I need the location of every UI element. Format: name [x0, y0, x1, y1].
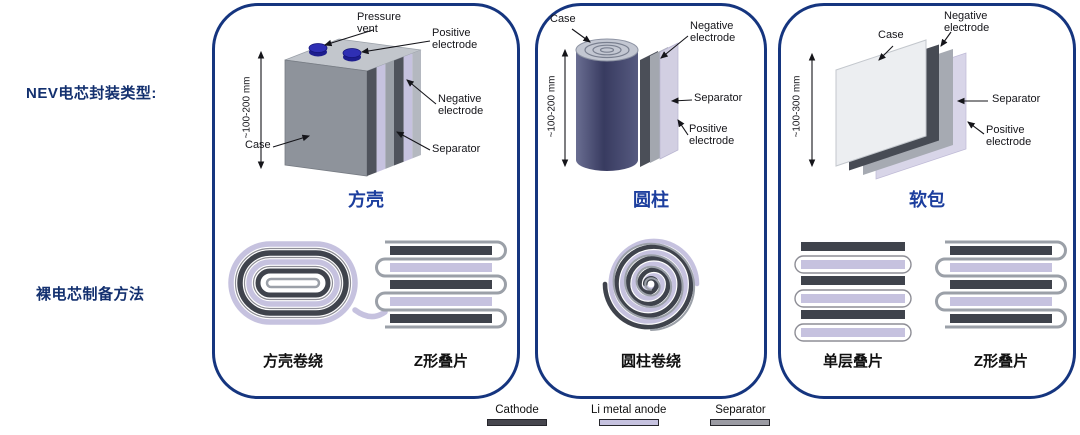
legend-swatch-cathode: [487, 419, 547, 426]
method-caption-z-fold: Z形叠片: [973, 353, 1029, 370]
flat-jelly-roll: [228, 241, 388, 325]
callout-case: Case: [878, 29, 904, 41]
cylindrical-methods-diagram: [602, 238, 700, 332]
legend-label-anode: Li metal anode: [591, 404, 667, 416]
legend-item-cathode: Cathode: [487, 404, 547, 426]
positive-terminal: [342, 48, 362, 62]
leader-lines: [272, 29, 437, 151]
method-caption-cylindrical-winding: 圆柱卷绕: [620, 353, 681, 370]
pouch-cell-layers: [835, 39, 967, 180]
callout-separator: Separator: [992, 93, 1041, 105]
cylindrical-cell-diagram: [561, 28, 693, 171]
cell-type-label-prismatic: 方壳: [348, 190, 384, 210]
prismatic-cell-diagram: [257, 29, 437, 177]
callout-separator: Separator: [694, 92, 743, 104]
legend-item-separator: Separator: [710, 404, 771, 426]
leader-lines: [878, 31, 988, 135]
single-sheet-stack: [794, 242, 912, 342]
panel-pouch-cell: Negative electrode Case Separator Positi…: [778, 3, 1076, 399]
callout-case: Case: [550, 13, 576, 25]
panel-cylindrical-cell: Case Negative electrode Separator Positi…: [535, 3, 767, 399]
method-caption-prismatic-winding: 方壳卷绕: [262, 353, 323, 370]
callout-positive-electrode: Positive electrode: [986, 124, 1032, 149]
panel-prismatic-cell: Pressure vent Positive electrode Negativ…: [212, 3, 520, 399]
z-fold-stack: [375, 240, 507, 329]
cylindrical-cell-body: [575, 38, 639, 171]
round-jelly-roll: [602, 238, 700, 332]
callout-positive-electrode: Positive electrode: [689, 123, 735, 148]
cell-type-label-pouch: 软包: [909, 190, 945, 210]
prismatic-cell-body: [284, 38, 422, 177]
legend: Cathode Li metal anode Separator: [487, 404, 771, 426]
legend-swatch-anode: [598, 419, 659, 426]
prismatic-methods-diagram: [228, 240, 507, 329]
pressure-vent-terminal: [308, 43, 328, 57]
callout-negative-electrode: Negative electrode: [690, 20, 736, 45]
legend-item-anode: Li metal anode: [591, 404, 666, 426]
dimension-label: ~100-200 mm: [241, 76, 253, 139]
unrolled-electrode-sheets: [640, 42, 679, 167]
row-label-preparation-methods: 裸电芯制备方法: [36, 286, 145, 303]
method-caption-single-stack: 单层叠片: [822, 353, 883, 370]
row-label-packaging-types: NEV电芯封装类型:: [26, 85, 157, 102]
z-fold-stack: [935, 240, 1067, 329]
method-caption-z-fold: Z形叠片: [413, 353, 469, 370]
pouch-methods-diagram: [794, 240, 1067, 342]
legend-label-cathode: Cathode: [495, 404, 539, 416]
legend-swatch-separator: [710, 419, 771, 426]
callout-negative-electrode: Negative electrode: [438, 93, 484, 118]
dimension-label: ~100-200 mm: [546, 75, 558, 138]
callout-pressure-vent: Pressure vent: [357, 11, 402, 36]
cell-type-label-cylindrical: 圆柱: [633, 190, 669, 210]
callout-case: Case: [245, 139, 271, 151]
pouch-cell-diagram: [808, 31, 988, 180]
leader-lines: [571, 28, 693, 136]
legend-label-separator: Separator: [715, 404, 766, 416]
callout-positive-electrode: Positive electrode: [432, 27, 478, 52]
callout-negative-electrode: Negative electrode: [944, 10, 990, 35]
dimension-label: ~100-300 mm: [791, 75, 803, 138]
callout-separator: Separator: [432, 143, 481, 155]
